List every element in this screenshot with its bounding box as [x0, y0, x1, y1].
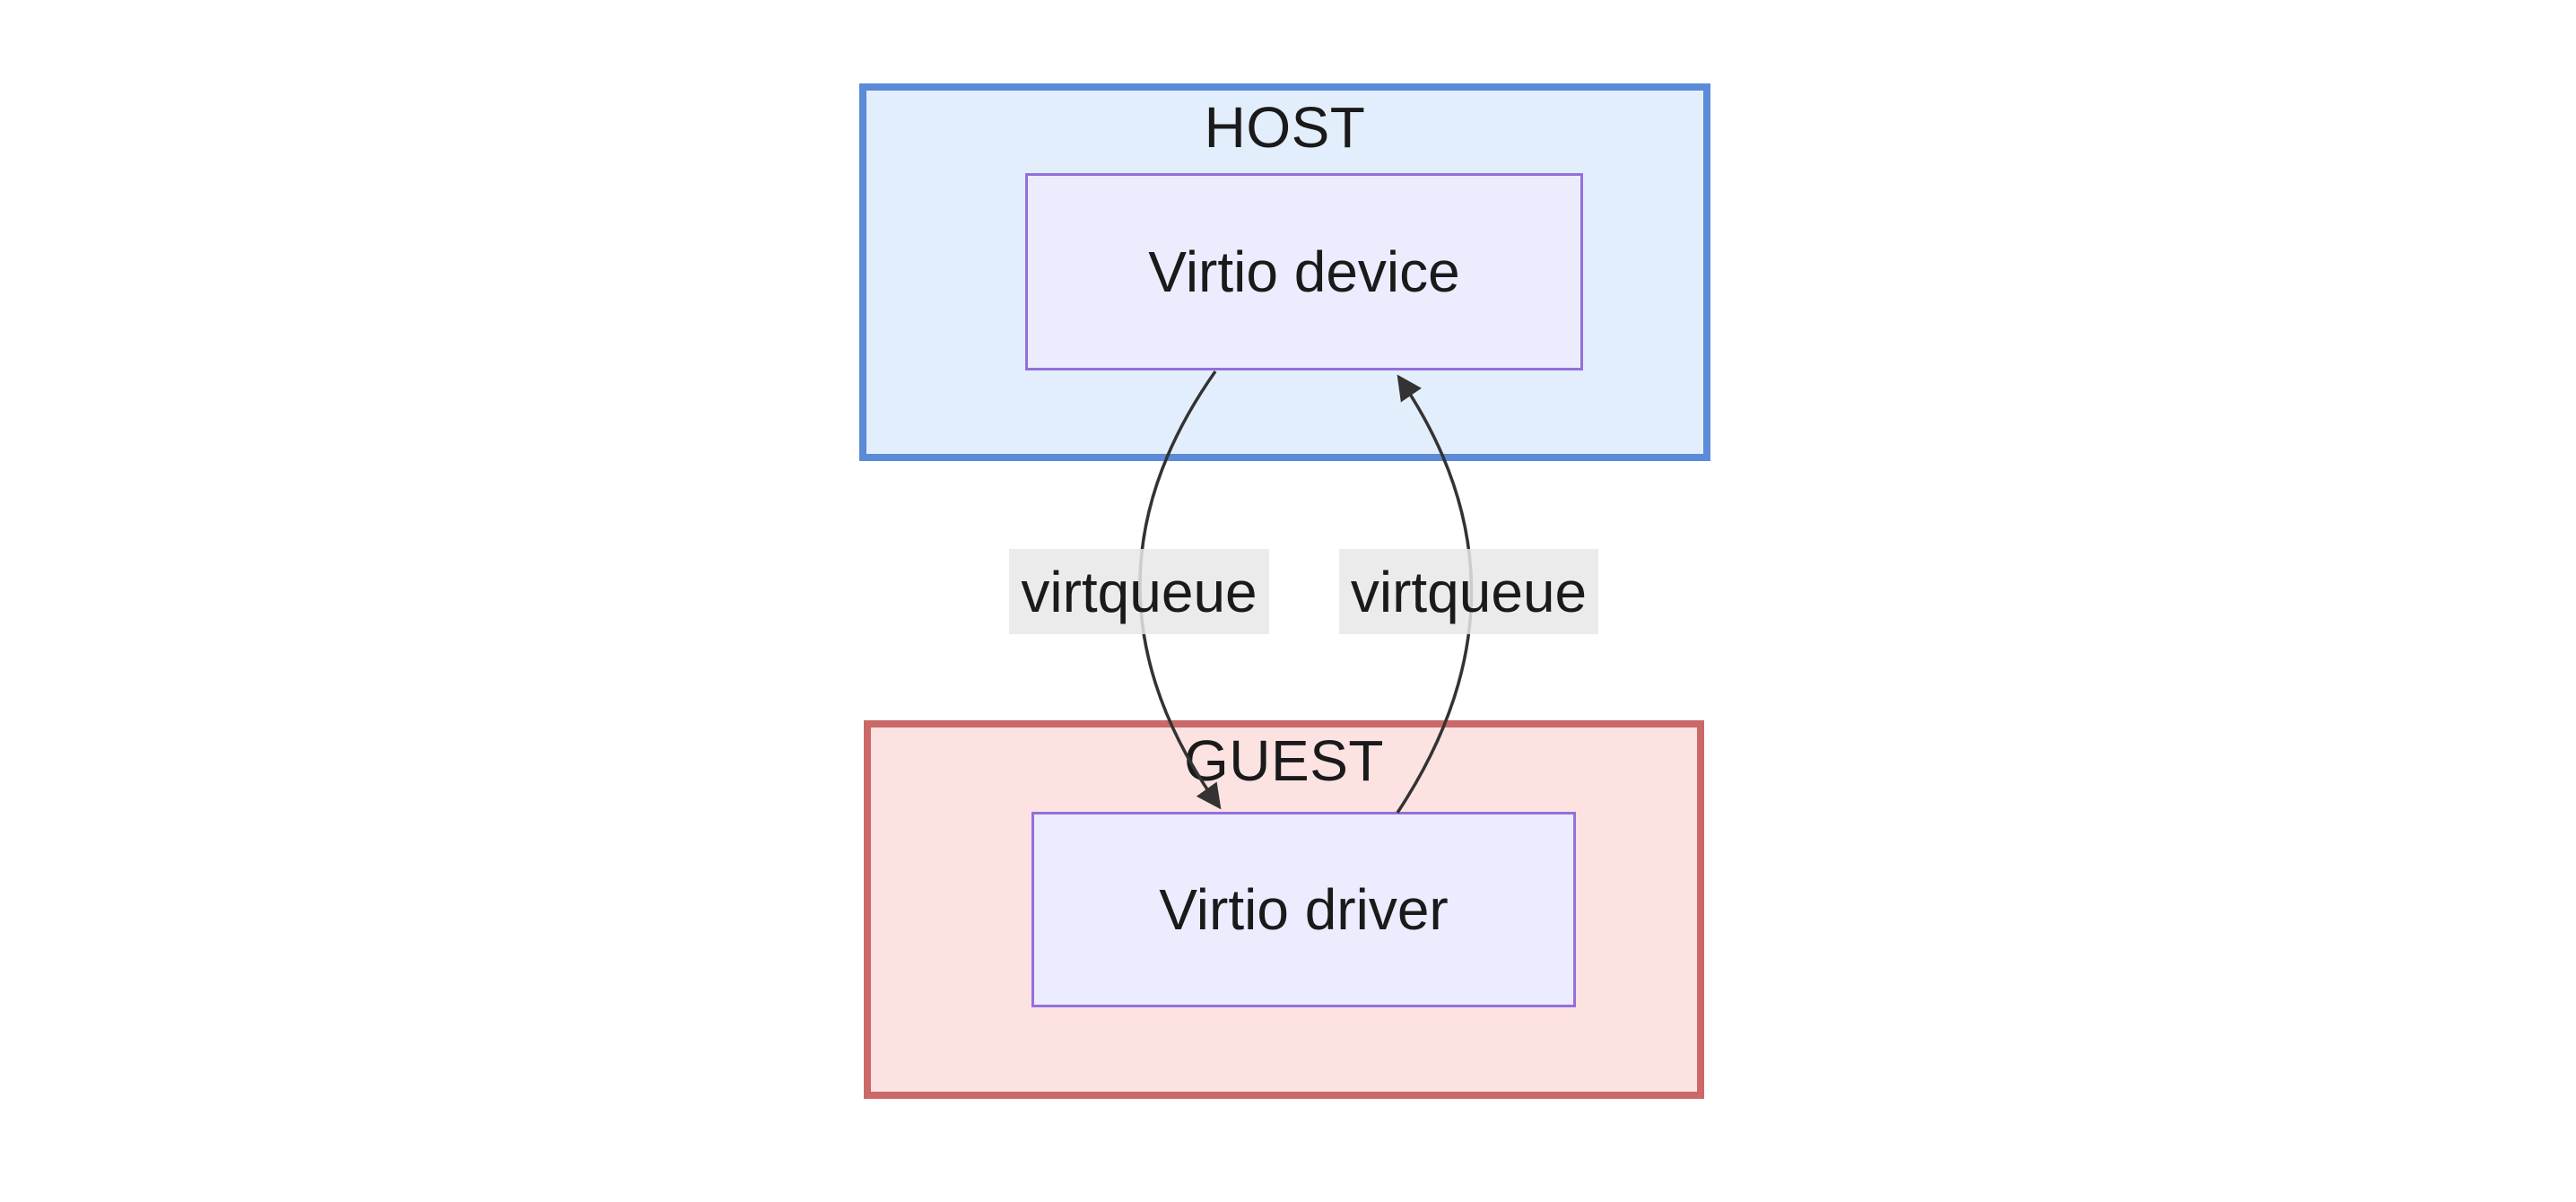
virtio-driver-label: Virtio driver — [1159, 877, 1449, 942]
edge-label-virtqueue-right: virtqueue — [1339, 549, 1598, 634]
virtio-device-node: Virtio device — [1025, 173, 1583, 370]
virtio-driver-node: Virtio driver — [1031, 812, 1576, 1007]
virtio-device-label: Virtio device — [1148, 240, 1460, 304]
guest-cluster-title: GUEST — [1184, 728, 1384, 793]
edge-label-virtqueue-left: virtqueue — [1009, 549, 1269, 634]
edge-label-virtqueue-left-text: virtqueue — [1021, 559, 1258, 624]
edge-label-virtqueue-right-text: virtqueue — [1350, 559, 1588, 624]
host-cluster-title: HOST — [1204, 95, 1366, 160]
